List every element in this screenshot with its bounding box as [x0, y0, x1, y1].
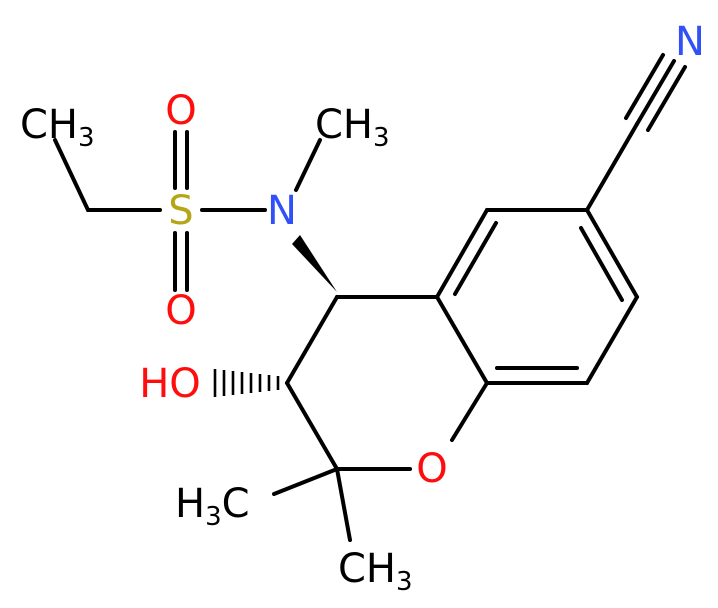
atom-labels: N N S O O O HO CH3 CH3 H3C CH3 — [20, 19, 705, 597]
amine-n-label: N — [267, 188, 297, 234]
sulfur-label: S — [168, 188, 193, 234]
bond-c8a-c4a — [435, 295, 489, 385]
bond-n-methyl — [294, 138, 322, 192]
nitrile-n-label: N — [675, 19, 705, 65]
wedge-c4-n — [292, 235, 337, 292]
bond-c4a-c5-inner — [453, 221, 498, 296]
bonds — [53, 53, 687, 542]
n-methyl-label: CH3 — [315, 102, 390, 153]
bond-o-c8a — [450, 381, 489, 442]
bond-cn-triple-a — [624, 53, 665, 120]
bond-c2-methyl-bottom — [335, 467, 352, 542]
bond-cn-triple-c — [646, 65, 687, 132]
hydroxyl-label: HO — [139, 361, 201, 407]
bond-c2-methyl-left — [272, 467, 339, 496]
bond-c7-c8 — [585, 295, 639, 385]
gem-methyl-left-label: H3C — [175, 481, 250, 532]
sulfonyl-oxygen-bottom-label: O — [165, 288, 196, 334]
ring-oxygen-label: O — [416, 446, 447, 492]
sulfonyl-oxygen-top-label: O — [165, 88, 196, 134]
bond-c6-cn — [585, 122, 639, 212]
bond-c3-c2 — [285, 381, 339, 471]
bond-ch3-ch2 — [53, 138, 90, 212]
bond-c4a-c5 — [435, 208, 489, 299]
gem-methyl-bottom-label: CH3 — [338, 546, 413, 597]
hash-c3-oh — [213, 369, 280, 397]
bond-c6-c7 — [585, 208, 639, 299]
ethyl-methyl-label: CH3 — [20, 102, 95, 153]
bond-c6-c7-inner — [579, 226, 624, 302]
bond-c4-c3 — [285, 295, 339, 385]
bond-cn-triple-b — [635, 59, 676, 126]
